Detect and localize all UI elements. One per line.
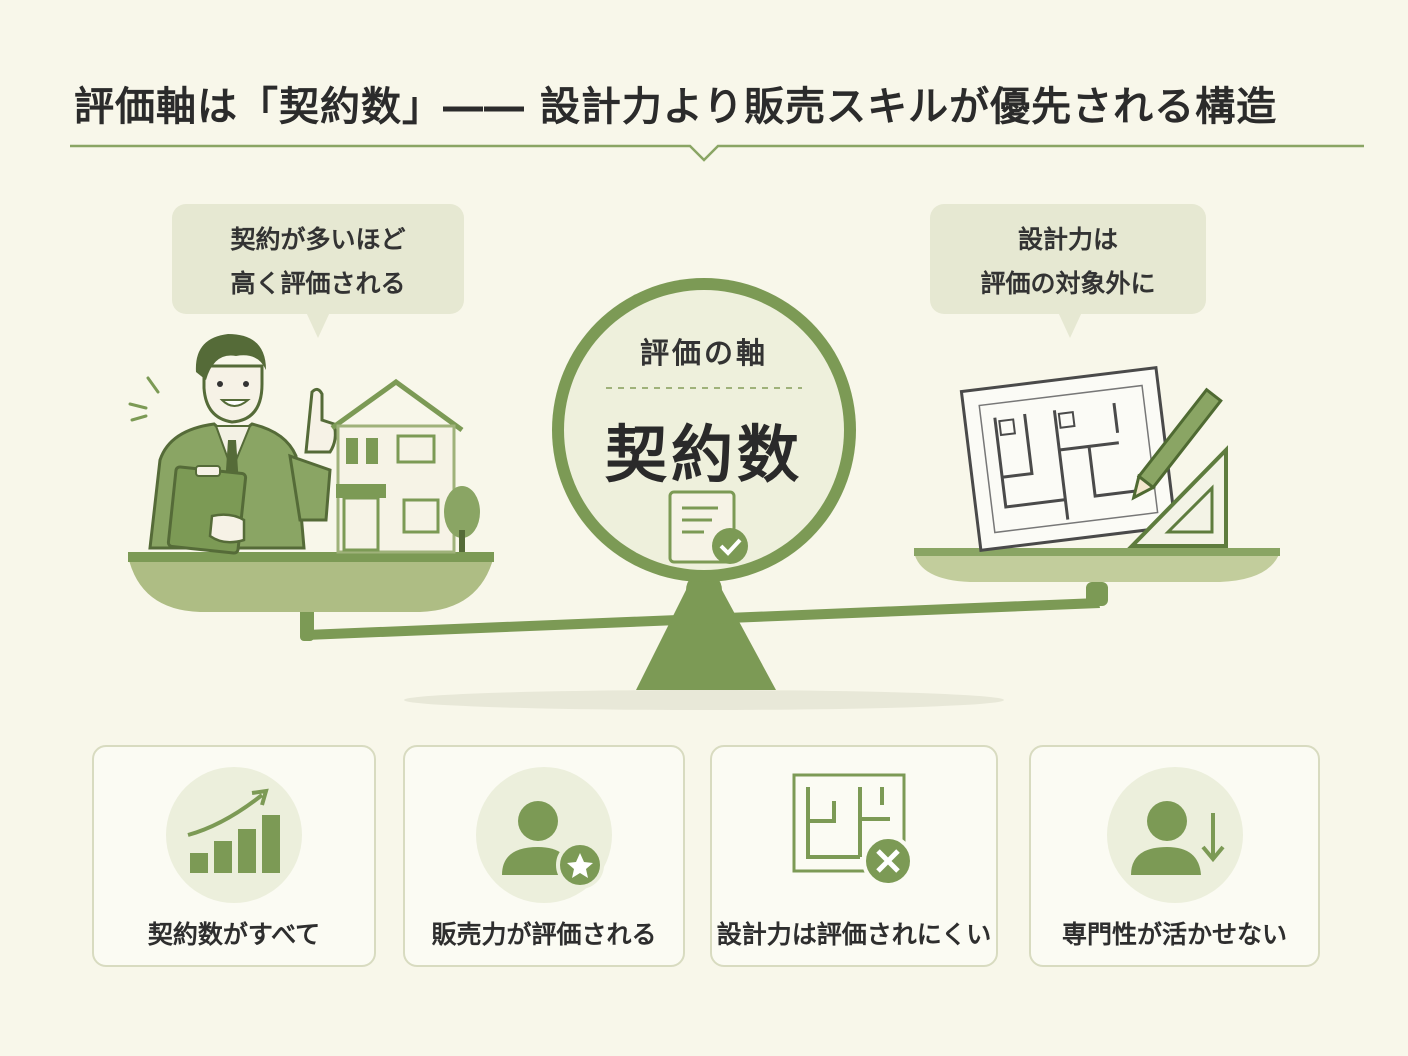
bubble-left-line-1: 契約が多いほど bbox=[230, 225, 406, 254]
card-design-undervalued: 設計力は評価されにくい bbox=[710, 745, 998, 967]
right-scale-pan bbox=[914, 548, 1280, 582]
document-check-icon bbox=[668, 490, 748, 564]
bubble-right-line-1: 設計力は bbox=[1017, 225, 1118, 254]
bubble-left-tail bbox=[306, 312, 330, 338]
title-underline bbox=[70, 144, 1364, 162]
blueprint-illustration bbox=[959, 365, 1228, 553]
person-star-icon bbox=[476, 767, 612, 903]
rising-bar-chart-icon bbox=[166, 767, 302, 903]
scale-fulcrum bbox=[636, 572, 776, 690]
page-title: 評価軸は「契約数」―― 設計力より販売スキルが優先される構造 bbox=[74, 84, 1278, 130]
axis-medallion bbox=[552, 278, 856, 582]
balance-scale-illustration bbox=[128, 278, 1280, 710]
card-label: 販売力が評価される bbox=[431, 920, 657, 949]
bubble-right-tail bbox=[1058, 312, 1082, 338]
left-scale-pan bbox=[128, 552, 494, 612]
scale-beam bbox=[300, 582, 1108, 641]
card-label: 専門性が活かせない bbox=[1061, 920, 1287, 949]
axis-label: 評価の軸 bbox=[639, 336, 768, 370]
card-label: 設計力は評価されにくい bbox=[716, 920, 992, 949]
person-down-arrow-icon bbox=[1106, 767, 1243, 903]
card-label: 契約数がすべて bbox=[147, 920, 321, 949]
house-illustration bbox=[330, 378, 480, 554]
speech-bubble-design: 設計力は 評価の対象外に bbox=[930, 204, 1206, 314]
speech-bubble-contracts: 契約が多いほど 高く評価される bbox=[172, 204, 464, 314]
salesman-figure bbox=[128, 334, 337, 555]
bubble-left-line-2: 高く評価される bbox=[230, 269, 406, 298]
floor-plan-x-icon bbox=[792, 773, 914, 887]
card-sales-evaluated: 販売力が評価される bbox=[403, 745, 685, 967]
axis-value: 契約数 bbox=[604, 418, 803, 491]
card-contracts-everything: 契約数がすべて bbox=[92, 745, 376, 967]
bubble-right-line-2: 評価の対象外に bbox=[980, 269, 1156, 298]
card-expertise-unused: 専門性が活かせない bbox=[1029, 745, 1320, 967]
